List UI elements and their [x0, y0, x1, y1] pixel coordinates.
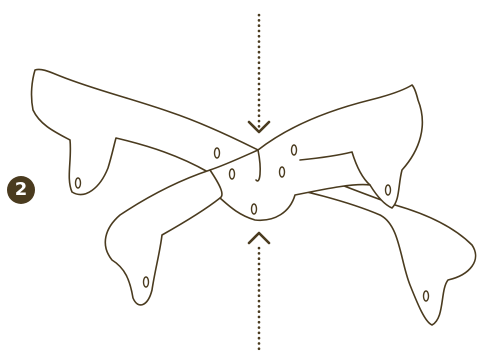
arrow-up-icon [249, 233, 269, 243]
step-number-badge: 2 [7, 176, 35, 204]
